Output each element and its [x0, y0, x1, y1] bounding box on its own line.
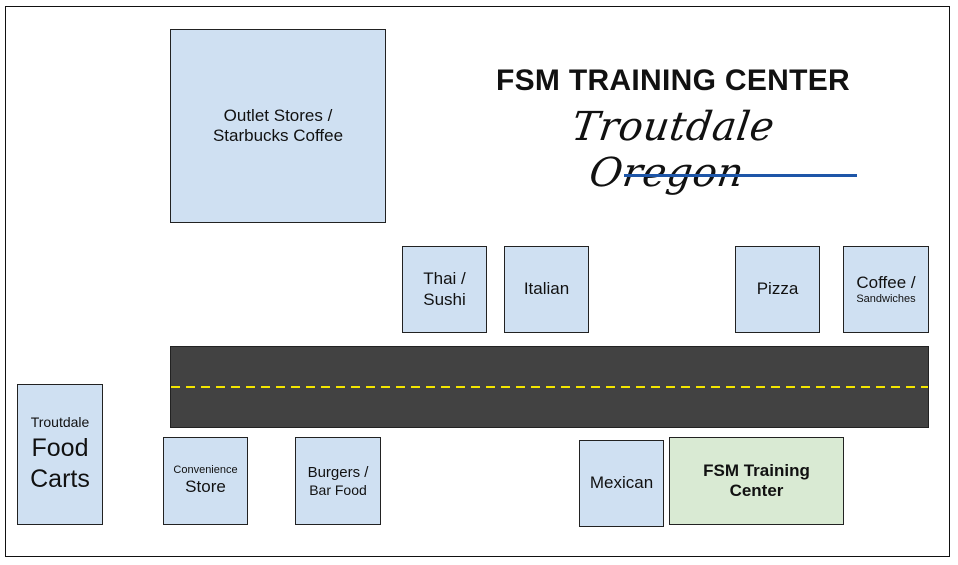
location-label: Italian [523, 279, 570, 299]
location-label: Carts [30, 464, 90, 493]
location-label: Thai / [423, 269, 466, 289]
location-label: Center [729, 481, 784, 500]
location-food-carts: Troutdale Food Carts [17, 384, 103, 525]
location-mexican: Mexican [579, 440, 664, 527]
location-italian: Italian [504, 246, 589, 333]
location-label: Sandwiches [856, 293, 916, 306]
location-convenience-store: Convenience Store [163, 437, 248, 525]
location-label: Mexican [589, 473, 654, 493]
location-label: Bar Food [309, 481, 367, 498]
location-burgers-bar-food: Burgers / Bar Food [295, 437, 381, 525]
location-label: Pizza [756, 279, 799, 299]
location-coffee-sandwiches: Coffee / Sandwiches [843, 246, 929, 333]
road [170, 346, 929, 428]
location-label: FSM Training [703, 460, 810, 480]
location-label: Store [185, 477, 226, 497]
location-label: Troutdale [30, 413, 90, 430]
location-label: Starbucks Coffee [212, 126, 344, 145]
map-subtitle: Troutdale Oregon [568, 104, 778, 196]
location-outlet-stores: Outlet Stores / Starbucks Coffee [170, 29, 386, 223]
road-center-line [171, 386, 928, 388]
location-label: Outlet Stores / [223, 105, 333, 125]
title-underline [624, 174, 857, 177]
location-label: Burgers / [307, 463, 369, 481]
location-label: Sushi [423, 289, 466, 309]
location-thai-sushi: Thai / Sushi [402, 246, 487, 333]
location-label: Coffee / [856, 272, 916, 292]
map-title: FSM TRAINING CENTER [495, 64, 851, 97]
location-fsm-training-center: FSM Training Center [669, 437, 844, 525]
location-pizza: Pizza [735, 246, 820, 333]
location-label: Convenience [173, 464, 238, 477]
location-label: Food [31, 433, 89, 462]
